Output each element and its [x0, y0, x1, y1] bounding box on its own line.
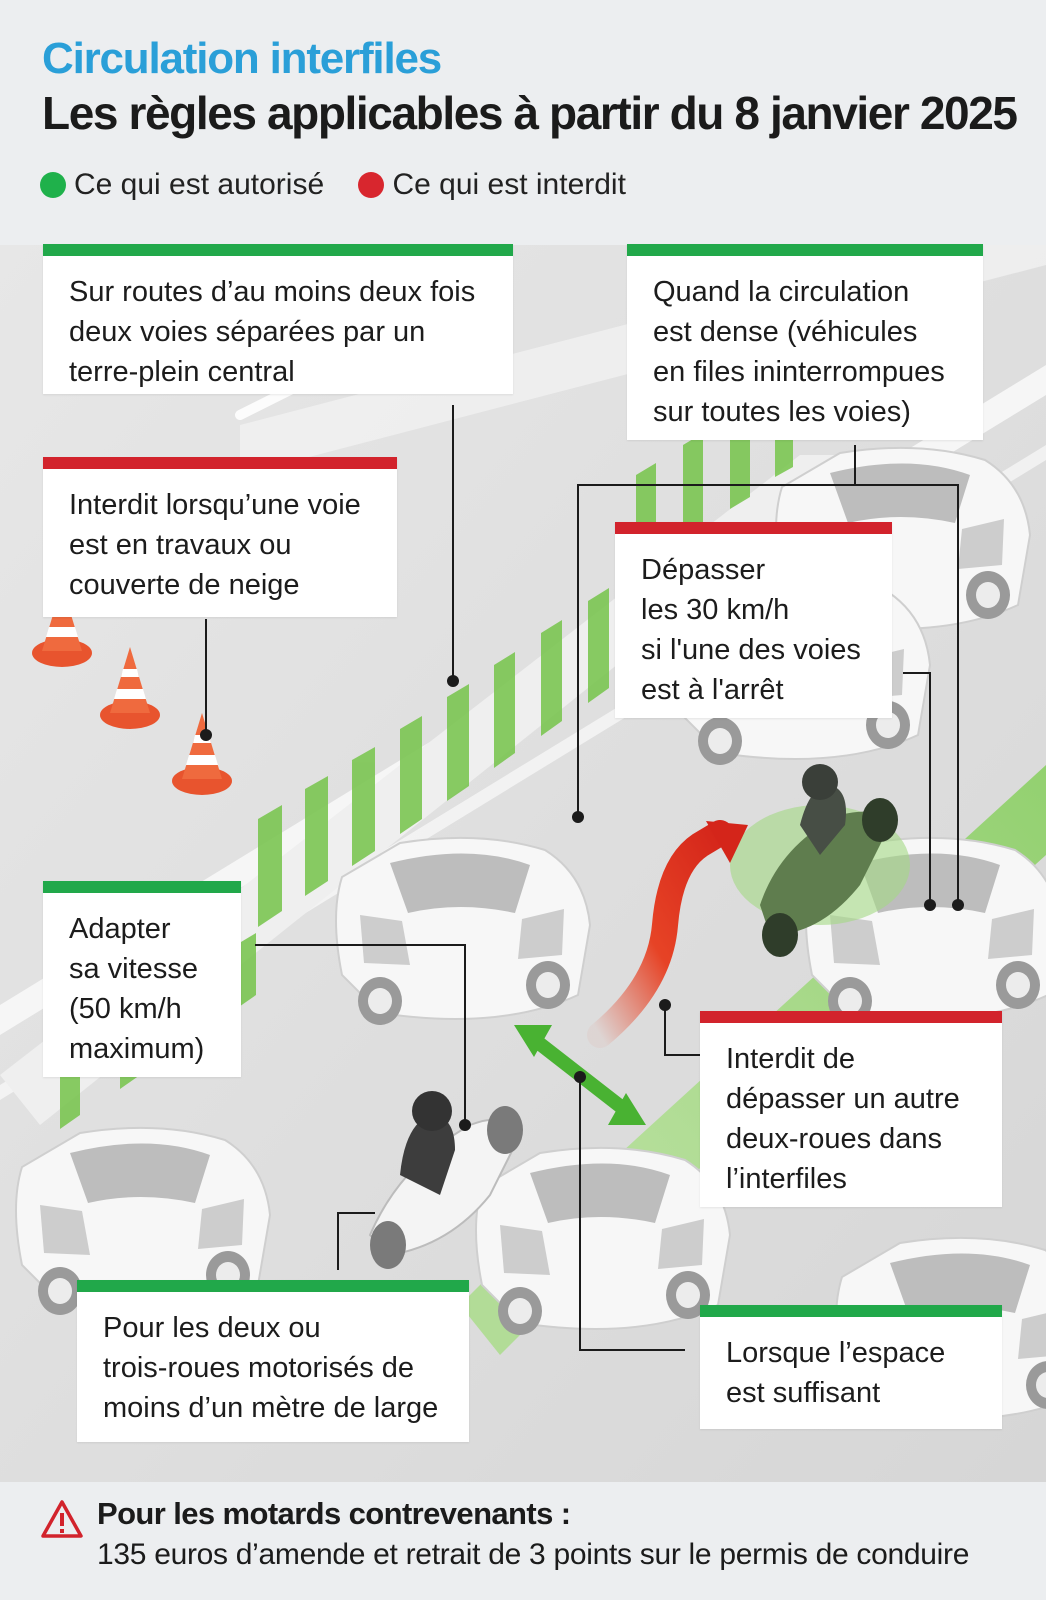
car-icon: [335, 836, 591, 1026]
motorcycle-white: [368, 1091, 523, 1269]
callout-vitesse-text: Adapter sa vitesse (50 km/h maximum): [69, 913, 205, 1065]
motorcycle-green: [730, 764, 910, 957]
callout-largeur: Pour les deux ou trois-roues motorisés d…: [77, 1280, 469, 1442]
footer-penalty: Pour les motards contrevenants : 135 eur…: [0, 1482, 1046, 1600]
warning-triangle-icon: [41, 1500, 83, 1538]
legend-allowed-label: Ce qui est autorisé: [74, 168, 325, 201]
footer-text: 135 euros d’amende et retrait de 3 point…: [97, 1538, 970, 1571]
callout-travaux-text: Interdit lorsqu’une voie est en travaux …: [69, 489, 361, 601]
leader-lines: [205, 405, 959, 1351]
curved-arrow-icon: [587, 820, 733, 1048]
callout-routes: Sur routes d’au moins deux fois deux voi…: [43, 244, 513, 394]
callout-vitesse: Adapter sa vitesse (50 km/h maximum): [43, 881, 241, 1077]
page-title: Circulation interfiles: [42, 34, 442, 83]
road-illustration: Sur routes d’au moins deux fois deux voi…: [0, 244, 1046, 1482]
callout-largeur-text: Pour les deux ou trois-roues motorisés d…: [103, 1312, 439, 1424]
callout-deux-roues: Interdit de dépasser un autre deux-roues…: [700, 1011, 1002, 1207]
callout-deux-roues-text: Interdit de dépasser un autre deux-roues…: [726, 1043, 960, 1195]
legend-allowed: Ce qui est autorisé: [40, 168, 324, 202]
callout-routes-text: Sur routes d’au moins deux fois deux voi…: [69, 276, 476, 388]
header: Circulation interfiles Les règles applic…: [0, 0, 1046, 245]
page-subtitle: Les règles applicables à partir du 8 jan…: [42, 87, 1018, 139]
green-dot-icon: [40, 172, 66, 198]
footer-title: Pour les motards contrevenants :: [97, 1496, 571, 1531]
callout-espace-text: Lorsque l’espace est suffisant: [726, 1337, 946, 1409]
callout-depasser-30: Dépasser les 30 km/h si l'une des voies …: [615, 522, 892, 718]
callout-espace: Lorsque l’espace est suffisant: [700, 1305, 1002, 1429]
callout-dense: Quand la circulation est dense (véhicule…: [627, 244, 983, 440]
red-dot-icon: [358, 172, 385, 198]
callout-depasser-30-text: Dépasser les 30 km/h si l'une des voies …: [641, 554, 861, 706]
legend-forbidden-label: Ce qui est interdit: [392, 168, 626, 201]
legend-forbidden: Ce qui est interdit: [358, 168, 626, 202]
legend: Ce qui est autorisé Ce qui est interdit: [40, 168, 652, 206]
callout-travaux: Interdit lorsqu’une voie est en travaux …: [43, 457, 397, 617]
callout-dense-text: Quand la circulation est dense (véhicule…: [653, 276, 945, 428]
car-icon: [475, 1146, 731, 1336]
